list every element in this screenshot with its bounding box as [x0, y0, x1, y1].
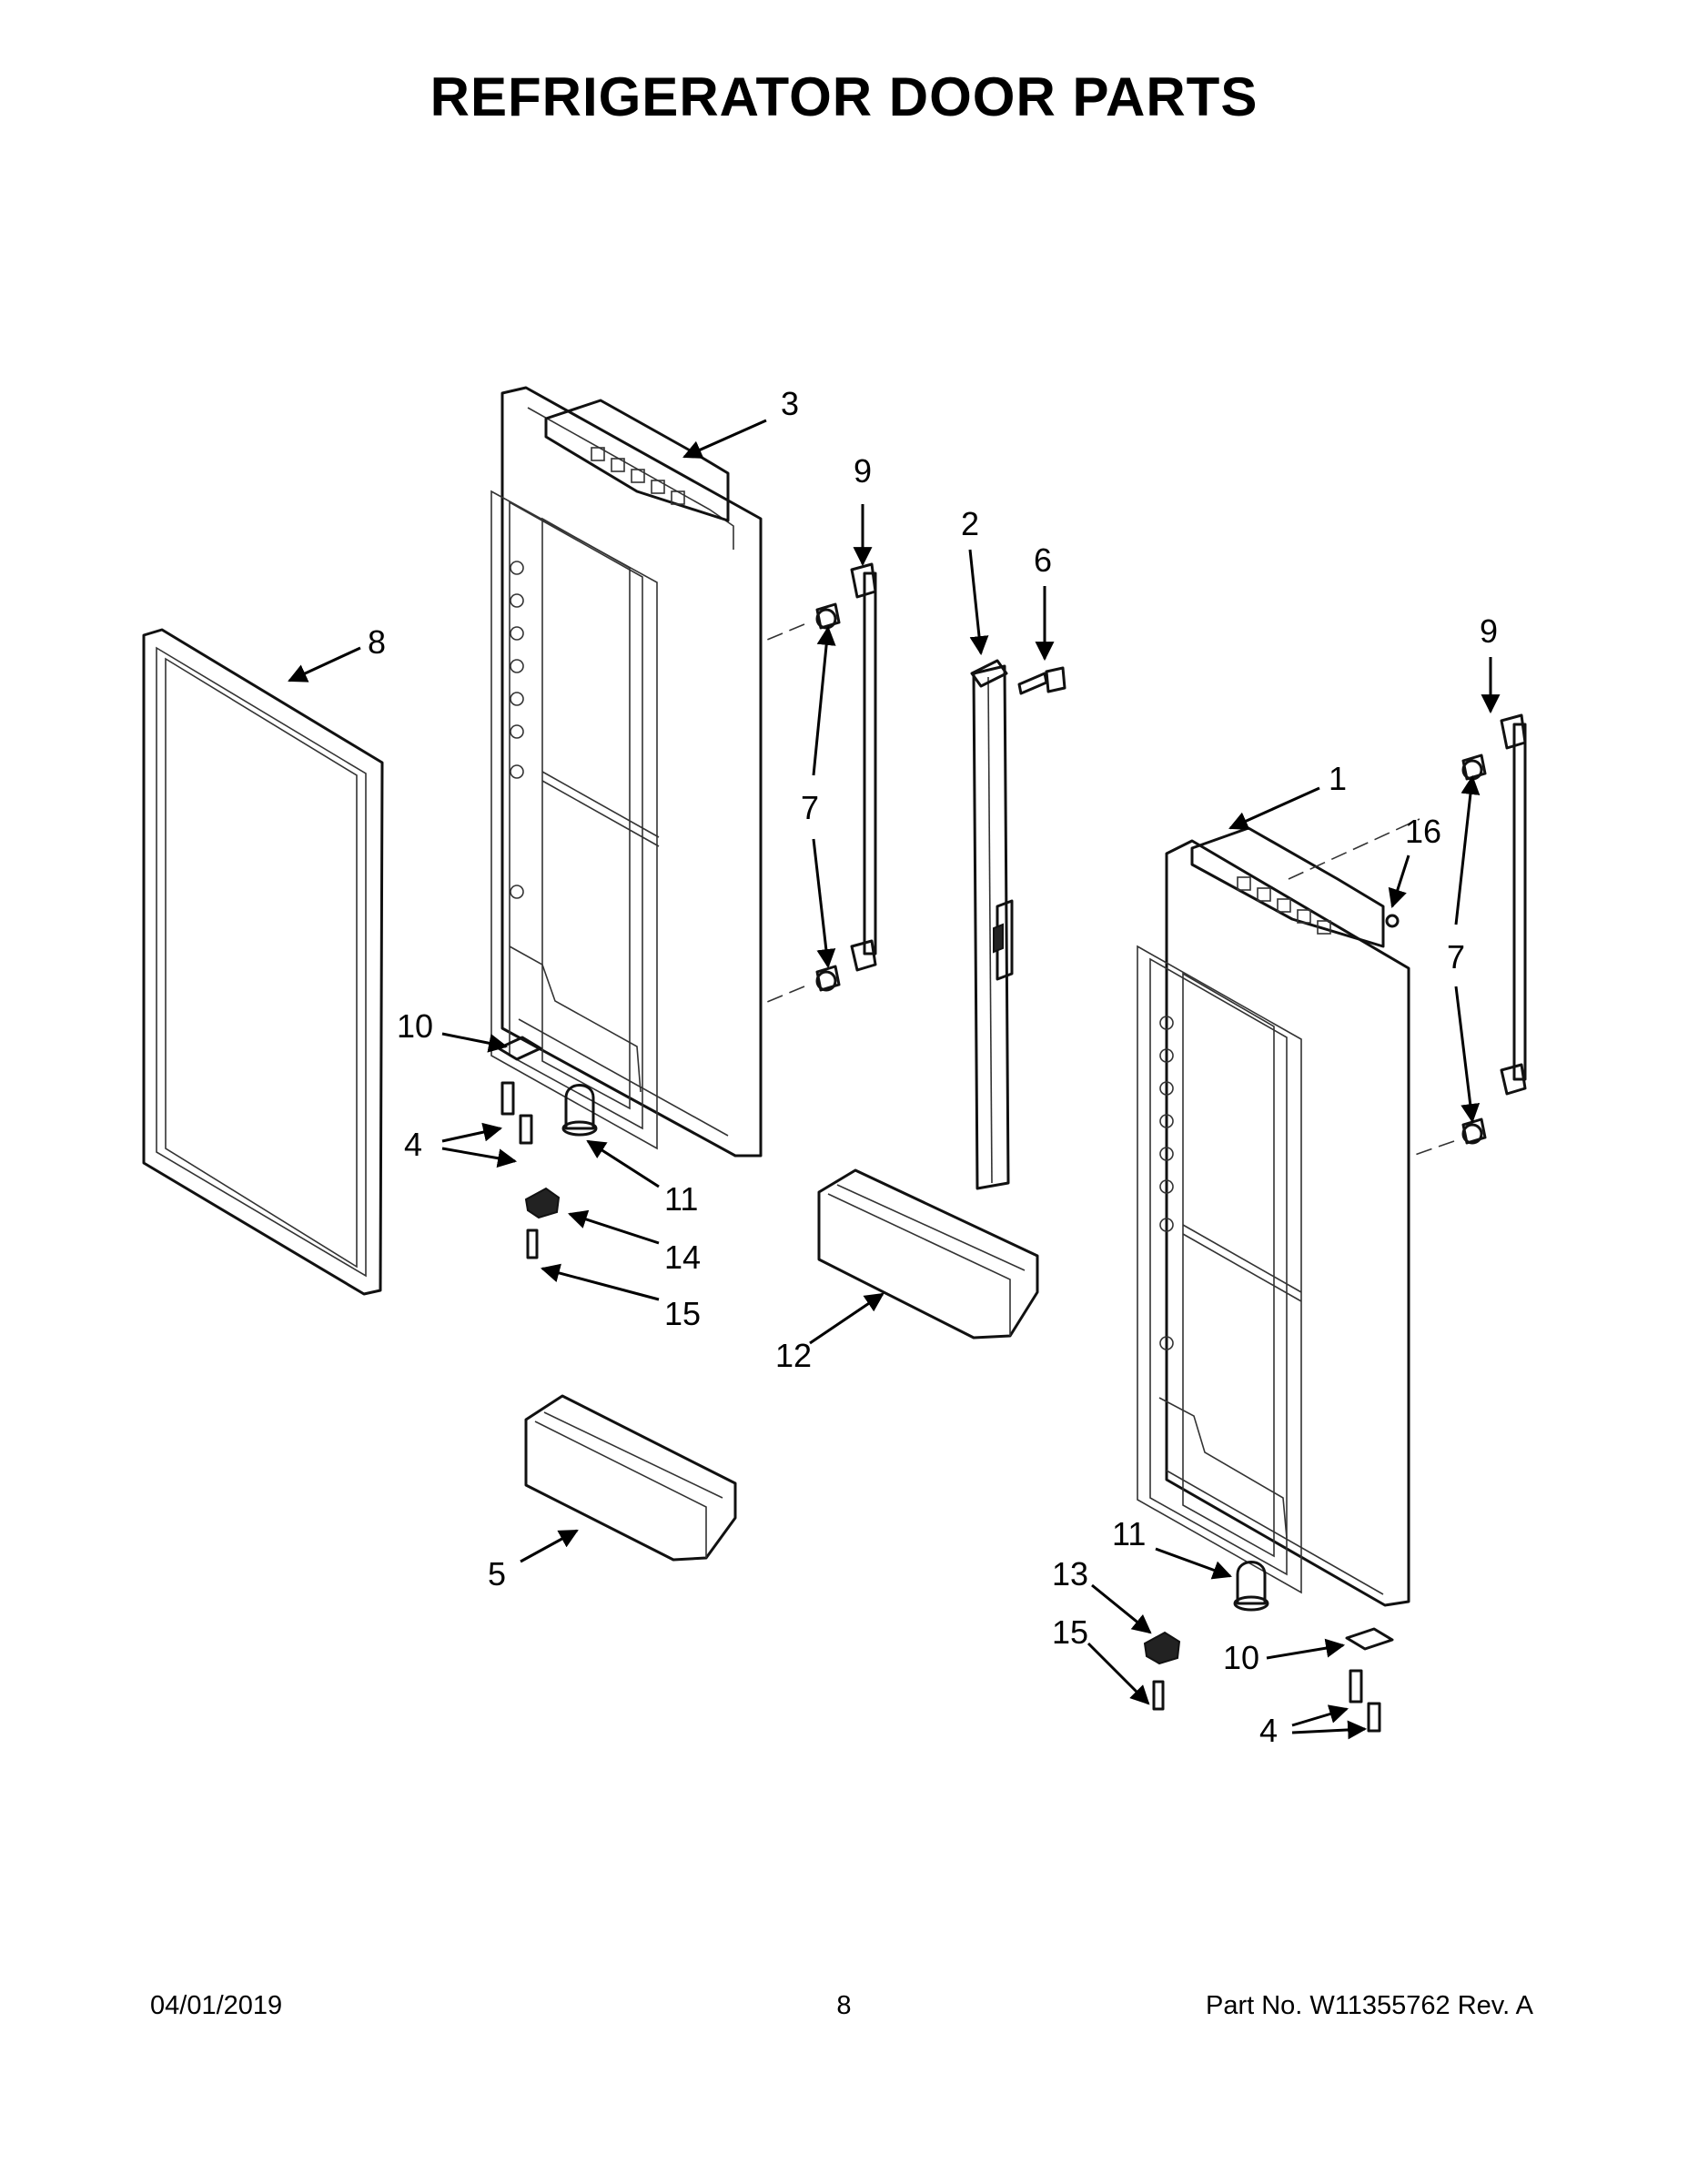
- callout-2: 2: [961, 505, 979, 542]
- door-bin-part-5: [524, 1394, 737, 1562]
- center-mullion-part: [970, 659, 1014, 1190]
- left-door-liner-part: [490, 386, 763, 1158]
- callout-3: 3: [781, 385, 799, 422]
- callout-4-left: 4: [404, 1126, 422, 1163]
- right-door-liner-part: [1137, 818, 1420, 1607]
- footer-page-number: 8: [836, 1991, 852, 2020]
- callout-11-right: 11: [1112, 1515, 1146, 1552]
- callout-9-left: 9: [854, 452, 872, 490]
- left-hinge-hardware: [497, 1036, 598, 1259]
- callout-1: 1: [1329, 760, 1347, 797]
- callout-10-left: 10: [397, 1007, 433, 1045]
- hinge-screw-part: [1017, 666, 1066, 695]
- left-handle-mount-part: [760, 562, 877, 1006]
- callout-12: 12: [775, 1337, 812, 1374]
- callout-4-right: 4: [1259, 1712, 1278, 1749]
- callout-7-left: 7: [801, 789, 819, 826]
- callout-11-left: 11: [664, 1180, 698, 1218]
- callout-6: 6: [1034, 541, 1052, 579]
- callout-9-right: 9: [1480, 612, 1498, 650]
- callout-15-right: 15: [1052, 1613, 1088, 1651]
- callout-15-left: 15: [664, 1295, 701, 1332]
- callout-7-right: 7: [1447, 938, 1465, 976]
- callout-16: 16: [1405, 813, 1441, 850]
- door-gasket-part: [142, 628, 384, 1296]
- callout-labels: 3 9 2 6 8 9 1 16 7 7 10 4 11 14 15 12 5 …: [368, 385, 1498, 1749]
- callout-14: 14: [664, 1239, 701, 1276]
- callout-13: 13: [1052, 1555, 1088, 1592]
- callout-8: 8: [368, 623, 386, 661]
- small-screw-part: [1385, 914, 1400, 928]
- page-title: REFRIGERATOR DOOR PARTS: [430, 66, 1258, 127]
- callout-5: 5: [488, 1555, 506, 1592]
- callout-10-right: 10: [1223, 1639, 1259, 1676]
- door-bin-part-12: [817, 1168, 1039, 1340]
- leader-arrows: [288, 419, 1501, 1740]
- right-hinge-hardware: [1143, 1561, 1394, 1733]
- footer-part-number: Part No. W11355762 Rev. A: [1205, 1991, 1533, 2020]
- footer-date: 04/01/2019: [150, 1991, 283, 2020]
